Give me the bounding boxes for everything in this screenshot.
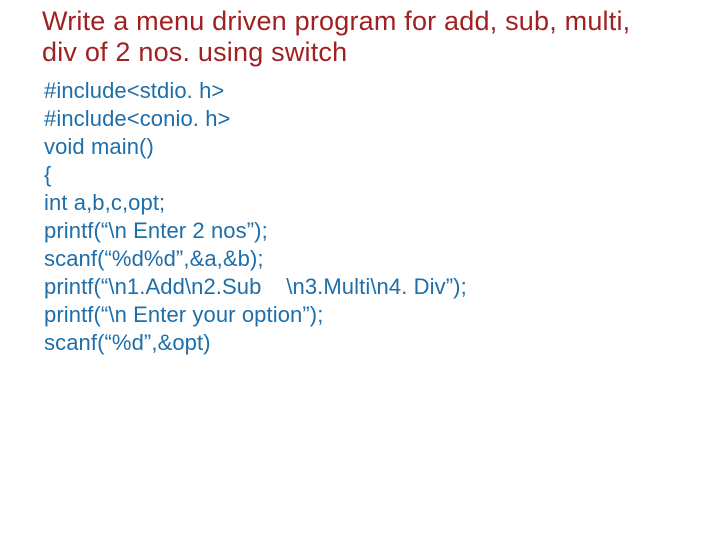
slide-title-line: div of 2 nos. using switch (42, 37, 348, 67)
slide-title-line: Write a menu driven program for add, sub… (42, 6, 631, 36)
code-line-include-conio: #include<conio. h> (44, 106, 231, 131)
code-line-scanf-a-b: scanf(“%d%d”,&a,&b); (44, 246, 264, 271)
code-line-printf-enter-2-nos: printf(“\n Enter 2 nos”); (44, 218, 268, 243)
code-block: #include<stdio. h> #include<conio. h> vo… (44, 77, 694, 357)
code-line-scanf-opt: scanf(“%d”,&opt) (44, 330, 211, 355)
code-line-include-stdio: #include<stdio. h> (44, 78, 225, 103)
slide-title: Write a menu driven program for add, sub… (42, 6, 692, 68)
code-line-printf-menu: printf(“\n1.Add\n2.Sub \n3.Multi\n4. Div… (44, 274, 467, 299)
code-line-printf-enter-option: printf(“\n Enter your option”); (44, 302, 324, 327)
code-line-void-main: void main() (44, 134, 154, 159)
code-line-open-brace: { (44, 162, 52, 187)
code-line-int-declaration: int a,b,c,opt; (44, 190, 166, 215)
